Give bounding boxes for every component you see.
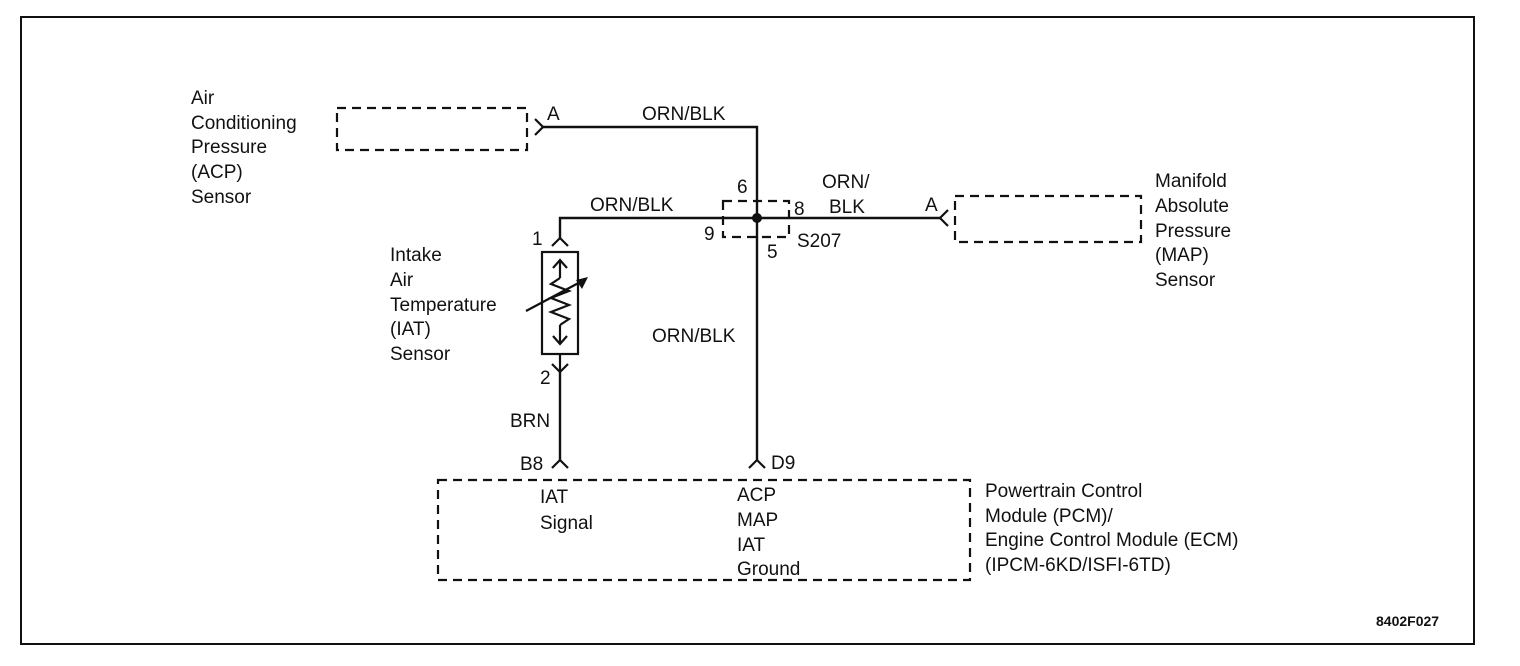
acp-wire bbox=[543, 125, 759, 218]
pcm-iat-signal-line-1: IAT bbox=[540, 487, 569, 508]
acp-sensor-label-line-1: Air bbox=[191, 88, 215, 109]
pcm-label-line-1: Powertrain Control bbox=[985, 481, 1142, 502]
acp-sensor-box bbox=[335, 106, 529, 152]
splice-name: S207 bbox=[797, 231, 841, 252]
splice-pin-top: 6 bbox=[737, 177, 748, 198]
iat-resistor-arrow-down bbox=[552, 335, 568, 346]
iat-variable-arrow bbox=[525, 278, 587, 312]
map-sensor: Manifold Absolute Pressure (MAP) Sensor … bbox=[925, 171, 1231, 291]
acp-sensor-label-line-3: Pressure bbox=[191, 137, 267, 158]
pcm-pin-iat-label: B8 bbox=[520, 454, 543, 475]
iat-pin-top-label: 1 bbox=[532, 229, 543, 250]
map-sensor-box bbox=[953, 194, 1143, 244]
splice-junction-dot bbox=[752, 213, 762, 223]
splice-pin-left: 9 bbox=[704, 224, 715, 245]
splice-s207: 6 8 9 5 S207 bbox=[704, 177, 841, 263]
pcm-ground-line-2: MAP bbox=[737, 510, 778, 531]
pcm-ground-line-3: IAT bbox=[737, 535, 766, 556]
map-sensor-label-line-1: Manifold bbox=[1155, 171, 1227, 192]
iat-sensor-label-line-5: Sensor bbox=[390, 344, 451, 365]
pcm-label-line-3: Engine Control Module (ECM) bbox=[985, 530, 1238, 551]
acp-sensor: Air Conditioning Pressure (ACP) Sensor A bbox=[191, 88, 560, 208]
iat-feed-wire bbox=[558, 216, 940, 238]
iat-top-connector-symbol bbox=[551, 236, 569, 247]
iat-signal-wire-label: BRN bbox=[510, 411, 550, 432]
pcm-label-line-4: (IPCM-6KD/ISFI-6TD) bbox=[985, 555, 1171, 576]
splice-pin-right: 8 bbox=[794, 199, 805, 220]
acp-sensor-label-line-4: (ACP) bbox=[191, 162, 243, 183]
map-sensor-label-line-2: Absolute bbox=[1155, 196, 1229, 217]
iat-sensor-label-line-4: (IAT) bbox=[390, 319, 431, 340]
acp-wire-label: ORN/BLK bbox=[642, 104, 726, 125]
figure-code: 8402F027 bbox=[1376, 613, 1439, 629]
iat-sensor-label-line-3: Temperature bbox=[390, 295, 497, 316]
iat-pin-bottom-label: 2 bbox=[540, 368, 551, 389]
map-pin-label: A bbox=[925, 195, 938, 216]
diagram-border bbox=[20, 16, 1475, 645]
acp-connector-symbol bbox=[534, 118, 545, 136]
acp-sensor-label-line-2: Conditioning bbox=[191, 113, 297, 134]
pcm-ground-line-4: Ground bbox=[737, 559, 800, 580]
acp-pin-label: A bbox=[547, 104, 560, 125]
pcm-pin-ground-label: D9 bbox=[771, 453, 795, 474]
pcm-iat-connector-symbol bbox=[551, 458, 569, 469]
map-sensor-label-line-5: Sensor bbox=[1155, 270, 1216, 291]
map-wire-label-line-2: BLK bbox=[829, 197, 865, 218]
map-wire-label-line-1: ORN/ bbox=[822, 172, 870, 193]
iat-thermistor-zigzag bbox=[547, 277, 573, 326]
iat-sensor-label-line-2: Air bbox=[390, 270, 414, 291]
map-connector-symbol bbox=[938, 209, 949, 227]
iat-variable-arrow-head bbox=[576, 277, 588, 289]
acp-sensor-label-line-5: Sensor bbox=[191, 187, 252, 208]
splice-pin-bottom: 5 bbox=[767, 242, 778, 263]
splice-box bbox=[721, 199, 791, 239]
iat-sensor-label-line-1: Intake bbox=[390, 245, 442, 266]
pcm-ground-connector-symbol bbox=[748, 458, 766, 469]
map-sensor-label-line-3: Pressure bbox=[1155, 221, 1231, 242]
iat-wire-label: ORN/BLK bbox=[590, 195, 674, 216]
pcm-iat-signal-line-2: Signal bbox=[540, 513, 593, 534]
pcm-label-line-2: Module (PCM)/ bbox=[985, 506, 1113, 527]
map-sensor-label-line-4: (MAP) bbox=[1155, 245, 1209, 266]
pcm-module: B8 D9 IAT Signal ACP MAP IAT Ground Powe… bbox=[436, 453, 1238, 582]
ground-wire-label: ORN/BLK bbox=[652, 326, 736, 347]
iat-sensor: 1 2 Intake Air Temperature (IAT) Sensor bbox=[390, 229, 588, 389]
pcm-ground-line-1: ACP bbox=[737, 485, 776, 506]
pcm-box bbox=[436, 478, 972, 582]
iat-resistor-arrow-up bbox=[552, 258, 568, 269]
